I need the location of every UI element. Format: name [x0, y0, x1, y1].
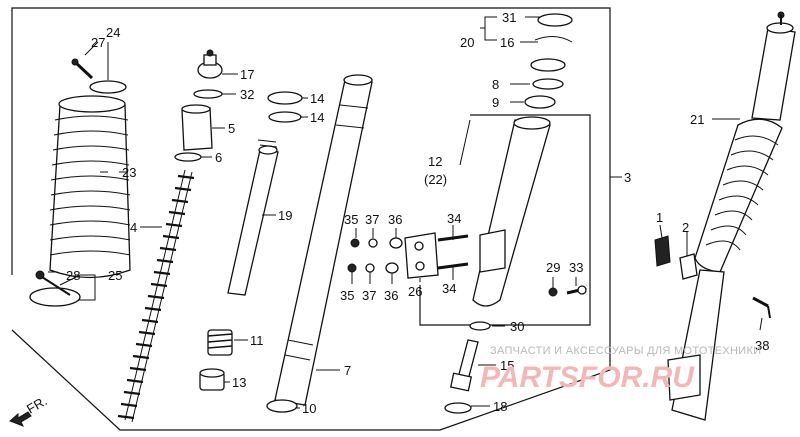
nut-35b [347, 263, 357, 273]
callout-10: 10 [302, 401, 316, 416]
leader-lines [48, 16, 763, 409]
fork-assembly-21 [667, 11, 796, 421]
callout-15: 15 [500, 358, 514, 373]
callout-9: 9 [492, 95, 499, 110]
reflector-1 [654, 235, 671, 267]
callout-18: 18 [493, 399, 507, 414]
callout-34a: 34 [447, 211, 461, 226]
callout-33: 33 [569, 260, 583, 275]
washer-18 [444, 402, 472, 414]
bushing-9 [524, 95, 556, 109]
fork-tube-7 [274, 74, 373, 406]
callout-35a: 35 [344, 212, 358, 227]
callout-36a: 36 [388, 212, 402, 227]
callout-34b: 34 [442, 281, 456, 296]
callout-29: 29 [546, 260, 560, 275]
callout-24: 24 [106, 25, 120, 40]
callout-31: 31 [502, 10, 516, 25]
assembly-frame [11, 7, 611, 431]
callout-7: 7 [344, 363, 351, 378]
bolt-33 [566, 285, 587, 295]
washer-37b [365, 263, 375, 273]
seal-14b [268, 111, 302, 123]
callout-27: 27 [91, 35, 105, 50]
dust-seal-31 [537, 13, 573, 27]
bolt-38 [752, 296, 771, 319]
air-valve-17 [197, 49, 223, 79]
guide-2 [679, 253, 698, 280]
callout-21: 21 [690, 112, 704, 127]
watermark-brand: PARTSFOR.RU [480, 361, 695, 394]
bolt-15 [449, 339, 479, 392]
spacer-5 [181, 104, 213, 151]
callout-14a: 14 [310, 91, 324, 106]
callout-37a: 37 [365, 212, 379, 227]
washer-36a [389, 237, 403, 249]
callout-35b: 35 [340, 288, 354, 303]
callout-19: 19 [278, 208, 292, 223]
callout-6: 6 [215, 150, 222, 165]
callout-4: 4 [130, 220, 137, 235]
callout-36b: 36 [384, 288, 398, 303]
o-ring-32 [193, 89, 223, 99]
callout-23: 23 [122, 165, 136, 180]
cap-29 [548, 287, 558, 297]
callout-20: 20 [460, 35, 474, 50]
screw-27 [71, 58, 94, 80]
callout-1: 1 [656, 210, 663, 225]
stopper-13 [199, 368, 225, 391]
callout-37b: 37 [362, 288, 376, 303]
callout-5: 5 [228, 121, 235, 136]
callout-38: 38 [755, 338, 769, 353]
callout-32: 32 [240, 87, 254, 102]
nut-35a [350, 238, 360, 248]
seal-14a [267, 91, 303, 105]
washer-6 [174, 152, 202, 162]
subassembly-frame [419, 114, 591, 326]
watermark-caption: ЗАПЧАСТИ И АКСЕССУАРЫ ДЛЯ МОТОТЕХНИКИ [490, 345, 761, 357]
washer-37a [368, 238, 378, 248]
callout-11: 11 [250, 333, 264, 348]
callout-16: 16 [500, 35, 514, 50]
slider-12 [472, 116, 551, 307]
callout-30: 30 [510, 319, 524, 334]
clip-16 [534, 36, 573, 43]
callout-17: 17 [240, 67, 254, 82]
damper-rod-19 [227, 139, 279, 296]
washer-36b [385, 262, 399, 274]
spring-4 [117, 169, 195, 423]
clamp-24 [89, 80, 127, 94]
callout-28: 28 [66, 268, 80, 283]
callout-2: 2 [682, 220, 689, 235]
bushing-10 [266, 399, 298, 413]
rebound-spring-11 [207, 329, 233, 356]
callout-3: 3 [624, 170, 631, 185]
o-ring-30 [469, 321, 491, 331]
front-arrow-icon [9, 411, 32, 427]
boot-23 [49, 95, 131, 279]
oil-seal-8 [532, 78, 564, 90]
callout-8: 8 [492, 77, 499, 92]
axle-holder-26 [404, 232, 439, 279]
callout-12: 12 [428, 154, 442, 169]
callout-13: 13 [232, 375, 246, 390]
clamp-25 [29, 287, 81, 307]
callout-26: 26 [408, 284, 422, 299]
callout-12-alt: (22) [424, 172, 447, 187]
callout-25: 25 [108, 268, 122, 283]
callout-14b: 14 [310, 110, 324, 125]
